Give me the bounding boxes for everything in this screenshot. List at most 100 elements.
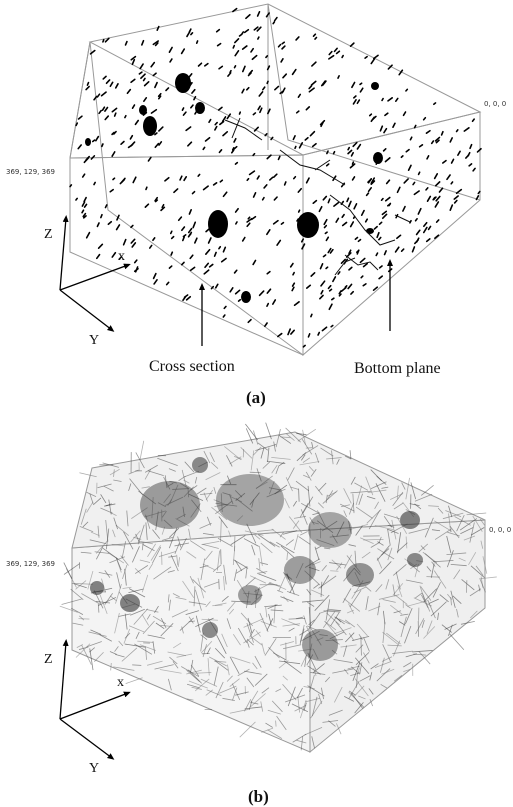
fibre-strand — [358, 633, 363, 640]
fibre-strand — [252, 446, 262, 456]
fibre-strand — [228, 530, 232, 538]
fibre-strand — [469, 588, 482, 597]
fibre-strand — [81, 645, 92, 665]
fibre-dot — [323, 224, 328, 229]
fibre-dot — [237, 298, 242, 302]
fibre-strand — [297, 428, 317, 442]
fibre-strand — [293, 534, 299, 551]
pore — [143, 116, 157, 136]
fibre-dot — [102, 38, 105, 43]
fibre-strand — [393, 675, 403, 682]
fibre-strand — [128, 625, 145, 633]
fibre-dot — [328, 303, 333, 311]
fibre-dot — [440, 130, 444, 136]
fibre-strand — [403, 669, 411, 672]
fibre-dot — [83, 157, 89, 164]
fibre-strand — [177, 557, 180, 567]
fibre-strand — [310, 672, 326, 675]
fibre-dot — [465, 154, 470, 159]
fibre-strand — [70, 588, 84, 600]
fibre-strand — [283, 596, 289, 603]
fibre-dot — [348, 266, 353, 271]
fibre-dot — [93, 181, 96, 186]
fibre-dot — [69, 184, 73, 188]
fibre-dot — [241, 236, 246, 242]
fibre-dot — [187, 227, 193, 234]
fibre-strand — [80, 508, 87, 525]
fibre-strand — [377, 602, 380, 616]
fibre-strand — [61, 598, 82, 605]
fibre-strand — [282, 684, 297, 701]
fibre-dot — [100, 91, 107, 97]
fibre-strand — [268, 613, 272, 626]
fibre-strand — [410, 482, 417, 500]
panel-b-x-label: x — [117, 675, 124, 690]
fibre-strand — [472, 515, 483, 532]
fibre-strand — [392, 563, 407, 576]
fibre-strand — [343, 488, 352, 504]
fibre-dot — [476, 147, 482, 153]
fibre-strand — [335, 621, 347, 636]
panel-a-label: (a) — [246, 388, 266, 407]
fibre-strand — [376, 545, 390, 561]
fibre-trace — [314, 159, 331, 171]
fibre-strand — [418, 651, 431, 665]
fibre-strand — [348, 521, 352, 534]
fibre-strand — [99, 634, 112, 642]
fibre-dot — [143, 96, 148, 103]
fibre-strand — [287, 467, 295, 481]
fibre-dot — [409, 219, 412, 224]
fibre-dot — [434, 234, 440, 240]
fibre-strand — [281, 618, 300, 627]
fibre-dot — [241, 31, 245, 35]
fibre-strand — [135, 631, 140, 639]
fibre-strand — [352, 662, 361, 682]
fibre-dot — [463, 127, 470, 132]
fibre-strand — [160, 617, 167, 629]
fibre-dot — [282, 73, 288, 79]
fibre-strand — [217, 537, 233, 547]
panel-a-pores — [85, 73, 383, 303]
fibre-dot — [384, 196, 391, 202]
fibre-strand — [212, 604, 223, 607]
fibre-strand — [479, 518, 485, 526]
fibre-dot — [405, 88, 409, 92]
fibre-strand — [109, 468, 120, 476]
fibre-strand — [314, 594, 330, 611]
fibre-dot — [265, 12, 270, 18]
fibre-dot — [152, 237, 156, 242]
fibre-strand — [430, 601, 447, 617]
fibre-strand — [348, 544, 357, 547]
fibre-dot — [197, 62, 203, 67]
fibre-strand — [250, 450, 255, 471]
fibre-dot — [156, 25, 160, 31]
fibre-strand — [144, 464, 158, 473]
fibre-strand — [303, 615, 307, 625]
fibre-strand — [264, 638, 277, 656]
fibre-strand — [167, 651, 187, 657]
fibre-strand — [176, 554, 179, 566]
fibre-strand — [256, 571, 268, 574]
fibre-dot — [308, 85, 313, 90]
panel-b-volume — [71, 431, 486, 754]
fibre-strand — [291, 703, 309, 713]
fibre-dot — [165, 87, 170, 92]
panel-a-x-axis — [59, 263, 131, 291]
fibre-strand — [137, 640, 154, 643]
fibre-dot — [449, 137, 453, 143]
fibre-dot — [85, 85, 90, 91]
fibre-dot — [352, 98, 357, 105]
fibre-dot — [152, 272, 157, 280]
fibre-dot — [322, 80, 327, 86]
fibre-strand — [320, 447, 334, 457]
fibre-strand — [325, 599, 331, 621]
pore — [238, 585, 262, 605]
fibre-strand — [295, 480, 310, 492]
fibre-dot — [330, 324, 334, 328]
fibre-dot — [327, 247, 332, 254]
fibre-strand — [244, 530, 264, 536]
fibre-dot — [378, 275, 384, 280]
fibre-strand — [297, 696, 300, 713]
pore — [120, 594, 140, 612]
fibre-strand — [206, 647, 211, 655]
